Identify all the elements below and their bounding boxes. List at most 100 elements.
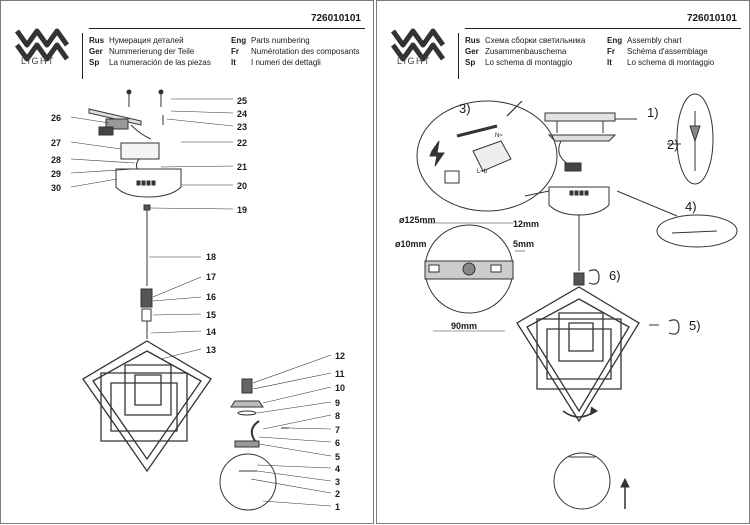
- mounting-bracket-icon: [88, 108, 152, 140]
- ceiling-icon: [544, 112, 616, 122]
- part-number-4: 4: [335, 464, 341, 474]
- part-number-12: 12: [335, 351, 346, 361]
- terminal-block-icon: [564, 162, 582, 172]
- dimension-125mm: ø125mm: [399, 215, 436, 225]
- terminal-box-icon: [472, 140, 512, 172]
- part-number-25: 25: [237, 96, 248, 106]
- brand-text: LIGHT: [397, 56, 432, 66]
- part-number-3: 3: [335, 477, 341, 487]
- part-number-6: 6: [335, 438, 341, 448]
- part-number-21: 21: [237, 162, 248, 172]
- rotate-symbol-icon: [588, 269, 600, 285]
- brand-logo-icon: [390, 28, 446, 62]
- brand-logo-icon: [14, 28, 70, 62]
- header-divider: [465, 28, 741, 29]
- part-number-20: 20: [237, 181, 248, 191]
- part-number-14: 14: [206, 327, 217, 337]
- part-number-19: 19: [237, 205, 248, 215]
- electric-warning-icon: [429, 140, 445, 167]
- header-vertical-divider: [458, 33, 459, 79]
- part-number-10: 10: [335, 383, 346, 393]
- bracket-icon: [547, 134, 617, 142]
- exploded-parts-diagram: [82, 89, 289, 511]
- step-1-label: 1): [647, 105, 659, 120]
- glass-globe-icon: [219, 453, 277, 511]
- part-number-5: 5: [335, 452, 341, 462]
- step-2-label: 2): [667, 137, 679, 152]
- cube-cage-frame-icon: [516, 286, 640, 423]
- clip-icon: [250, 420, 260, 442]
- dimension-5mm: 5mm: [513, 239, 535, 249]
- cord-grip-icon: [573, 272, 585, 286]
- part-number-11: 11: [335, 369, 345, 379]
- part-number-1: 1: [335, 502, 341, 512]
- dimension-90mm: 90mm: [451, 321, 478, 331]
- terminal-label-line: L≈b: [477, 169, 487, 175]
- part-number-29: 29: [51, 169, 62, 179]
- socket-detail-icon: [444, 170, 460, 184]
- cube-cage-frame-icon: [82, 340, 212, 473]
- cord-grip-icon: [140, 288, 153, 308]
- assembly-diagram: [416, 93, 738, 510]
- part-number-16: 16: [206, 292, 217, 302]
- header-vertical-divider: [82, 33, 83, 79]
- zoom-detail-screw: [676, 93, 714, 185]
- washer-icon: [237, 410, 257, 416]
- header-divider: [89, 28, 365, 29]
- part-number-2: 2: [335, 489, 341, 499]
- leader-lines: [70, 98, 332, 507]
- glass-globe-icon: [553, 452, 611, 510]
- terminal-label-neutral: N≈: [495, 133, 503, 139]
- ceiling-plate-icon: [120, 142, 160, 160]
- ceiling-screws-icon: [126, 89, 164, 125]
- part-number-28: 28: [51, 155, 62, 165]
- center-hole-icon: [462, 262, 476, 276]
- step-3-label: 3): [459, 101, 471, 116]
- dimension-10mm: ø10mm: [395, 239, 427, 249]
- step-5-label: 5): [689, 318, 701, 333]
- part-number-23: 23: [237, 122, 248, 132]
- zoom-detail-terminal: [416, 100, 558, 212]
- socket-ring-icon: [230, 400, 264, 408]
- part-number-27: 27: [51, 138, 62, 148]
- dimension-12mm: 12mm: [513, 219, 540, 229]
- step-6-label: 6): [609, 268, 621, 283]
- part-number-18: 18: [206, 252, 217, 262]
- brand-text: LIGHT: [21, 56, 56, 66]
- zoom-detail-canopy-screw: [656, 214, 738, 248]
- part-number-9: 9: [335, 398, 341, 408]
- part-number-30: 30: [51, 183, 62, 193]
- part-number-15: 15: [206, 310, 217, 320]
- part-number-24: 24: [237, 109, 248, 119]
- canopy-icon: [548, 186, 610, 216]
- part-number-17: 17: [206, 272, 217, 282]
- part-number-26: 26: [51, 113, 62, 123]
- rotate-symbol-icon: [668, 319, 680, 335]
- part-number-8: 8: [335, 411, 341, 421]
- product-code: 726010101: [686, 13, 737, 24]
- product-code: 726010101: [310, 13, 361, 24]
- step-4-label: 4): [685, 199, 697, 214]
- part-number-13: 13: [206, 345, 217, 355]
- part-number-22: 22: [237, 138, 248, 148]
- socket-icon: [241, 378, 253, 394]
- screwdriver-icon: [506, 100, 523, 117]
